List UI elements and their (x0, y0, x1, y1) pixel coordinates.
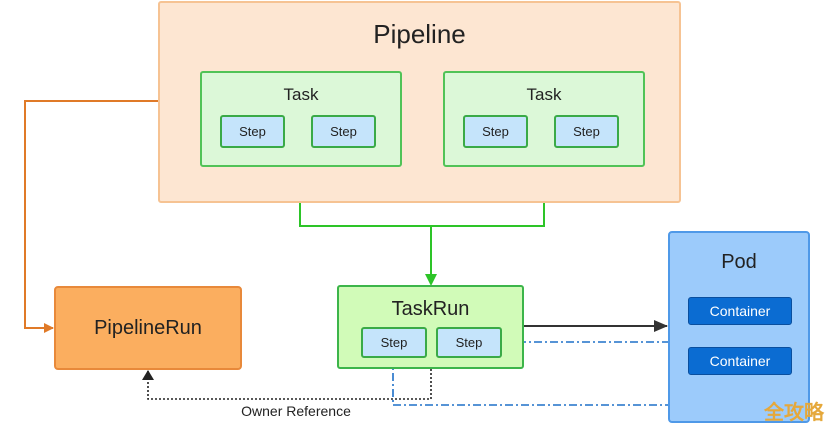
owner-reference-arrow (142, 369, 432, 400)
owner-reference-label: Owner Reference (241, 403, 351, 419)
task-2-step-2: Step (554, 115, 619, 148)
task-box-1: Task Step Step (200, 71, 402, 167)
pod-title: Pod (721, 251, 757, 273)
task-1-step-1: Step (220, 115, 285, 148)
pipeline-title: Pipeline (373, 19, 466, 49)
pipelinerun-box: PipelineRun (54, 286, 242, 370)
task-title: Task (283, 85, 319, 104)
watermark-text: 全攻略 (764, 402, 824, 424)
taskrun-step-2: Step (436, 327, 502, 358)
task-2-step-1: Step (463, 115, 528, 148)
pod-container-1: Container (688, 297, 792, 325)
pipelinerun-title: PipelineRun (94, 316, 202, 339)
taskrun-title: TaskRun (391, 298, 470, 320)
pod-container-2: Container (688, 347, 792, 375)
step-to-container-2-link (392, 357, 747, 406)
pod-box: Pod Container Container (668, 231, 810, 423)
task-title: Task (526, 85, 562, 104)
taskrun-box: TaskRun Step Step (337, 285, 524, 369)
pipeline-to-pipelinerun-arrow (24, 100, 158, 333)
task-1-step-2: Step (311, 115, 376, 148)
taskrun-step-1: Step (361, 327, 427, 358)
task-box-2: Task Step Step (443, 71, 645, 167)
